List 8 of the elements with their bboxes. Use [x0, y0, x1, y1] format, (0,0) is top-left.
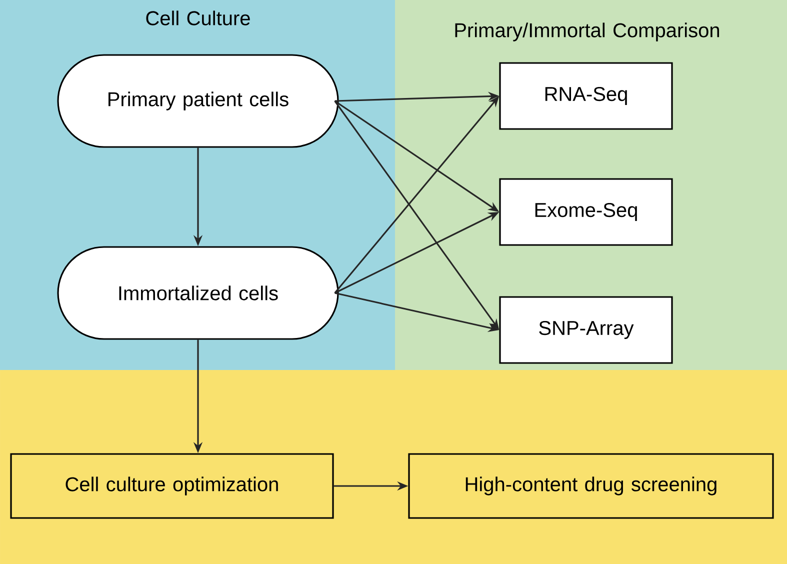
rounded-box: Primary patient cells: [57, 54, 339, 148]
band: [0, 370, 787, 564]
rounded-box: Immortalized cells: [57, 246, 339, 340]
process-box: SNP-Array: [499, 296, 673, 364]
process-box: RNA-Seq: [499, 62, 673, 130]
process-box: High-content drug screening: [408, 453, 774, 519]
process-box: Exome-Seq: [499, 178, 673, 246]
process-box: Cell culture optimization: [10, 453, 334, 519]
